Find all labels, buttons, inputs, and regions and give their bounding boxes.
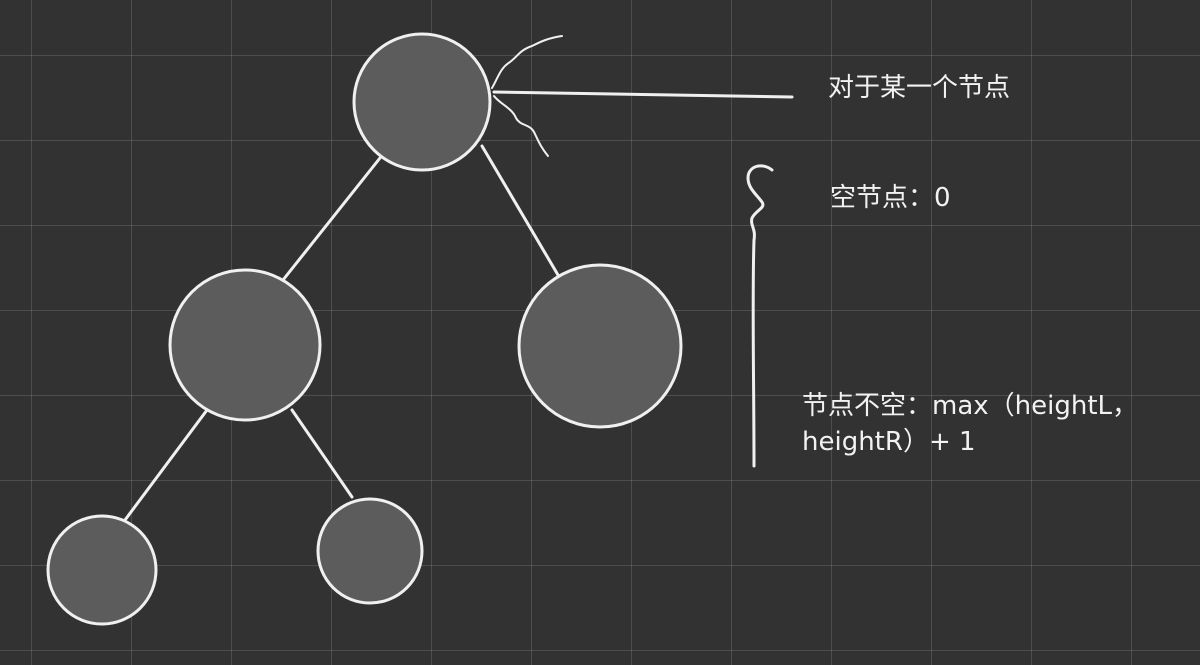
node-left: [168, 268, 322, 422]
edge-left-leftleft: [123, 408, 209, 522]
edge-root-left: [281, 156, 382, 282]
ray-scribble-lower: [493, 95, 549, 157]
node-root: [352, 32, 492, 172]
curly-brace: [746, 164, 774, 468]
edge-left-leftright: [290, 408, 354, 499]
node-right: [517, 263, 683, 429]
annotation-empty-node: 空节点：0: [830, 183, 951, 213]
node-left-right: [316, 497, 424, 605]
annotation-non-empty-line2: heightR）+ 1: [802, 427, 976, 457]
node-left-left: [46, 514, 158, 626]
annotation-non-empty-line1: 节点不空：max（heightL，: [802, 391, 1139, 421]
ray-scribble-upper: [491, 35, 563, 89]
annotation-for-a-node: 对于某一个节点: [828, 73, 1011, 103]
edge-root-right: [480, 144, 560, 277]
pointer-line: [492, 90, 794, 99]
